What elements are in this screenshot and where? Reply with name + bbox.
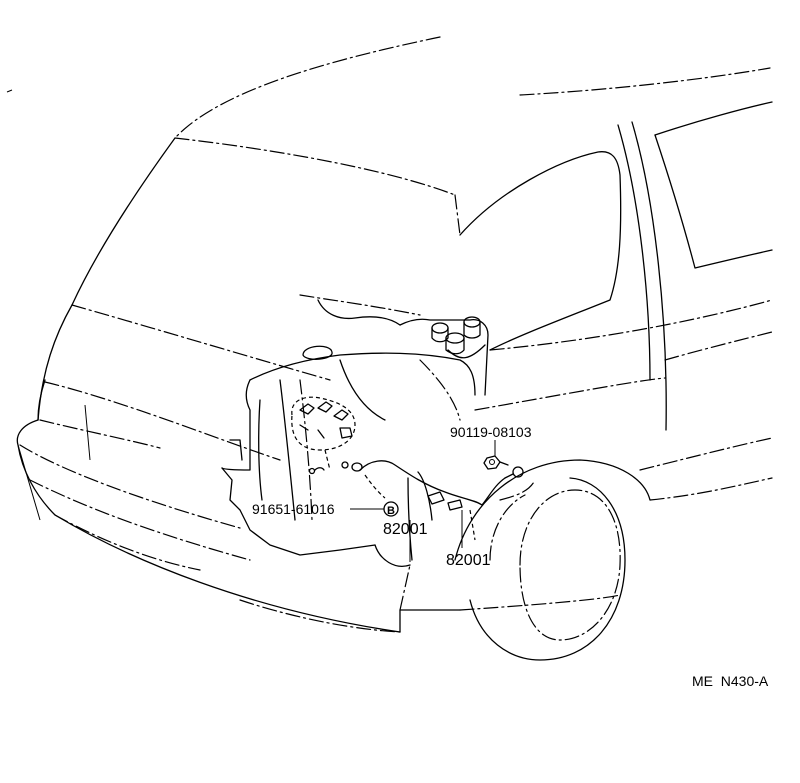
part-label-clamp: 91651-61016 bbox=[252, 501, 335, 517]
vehicle-body-outline bbox=[16, 36, 773, 661]
callout-marker-b: B bbox=[383, 501, 399, 517]
bolt-part bbox=[483, 455, 509, 470]
diagram-code: ME N430-A bbox=[692, 673, 769, 689]
part-label-harness-body: 82001 bbox=[446, 552, 491, 569]
part-label-harness-engine: 82001 bbox=[383, 521, 428, 538]
callout-marker-label: B bbox=[387, 505, 395, 517]
engine-assembly bbox=[221, 294, 489, 567]
leader-lines bbox=[350, 440, 496, 562]
part-label-bolt: 90119-08103 bbox=[450, 424, 532, 440]
wire-harness bbox=[308, 460, 536, 561]
